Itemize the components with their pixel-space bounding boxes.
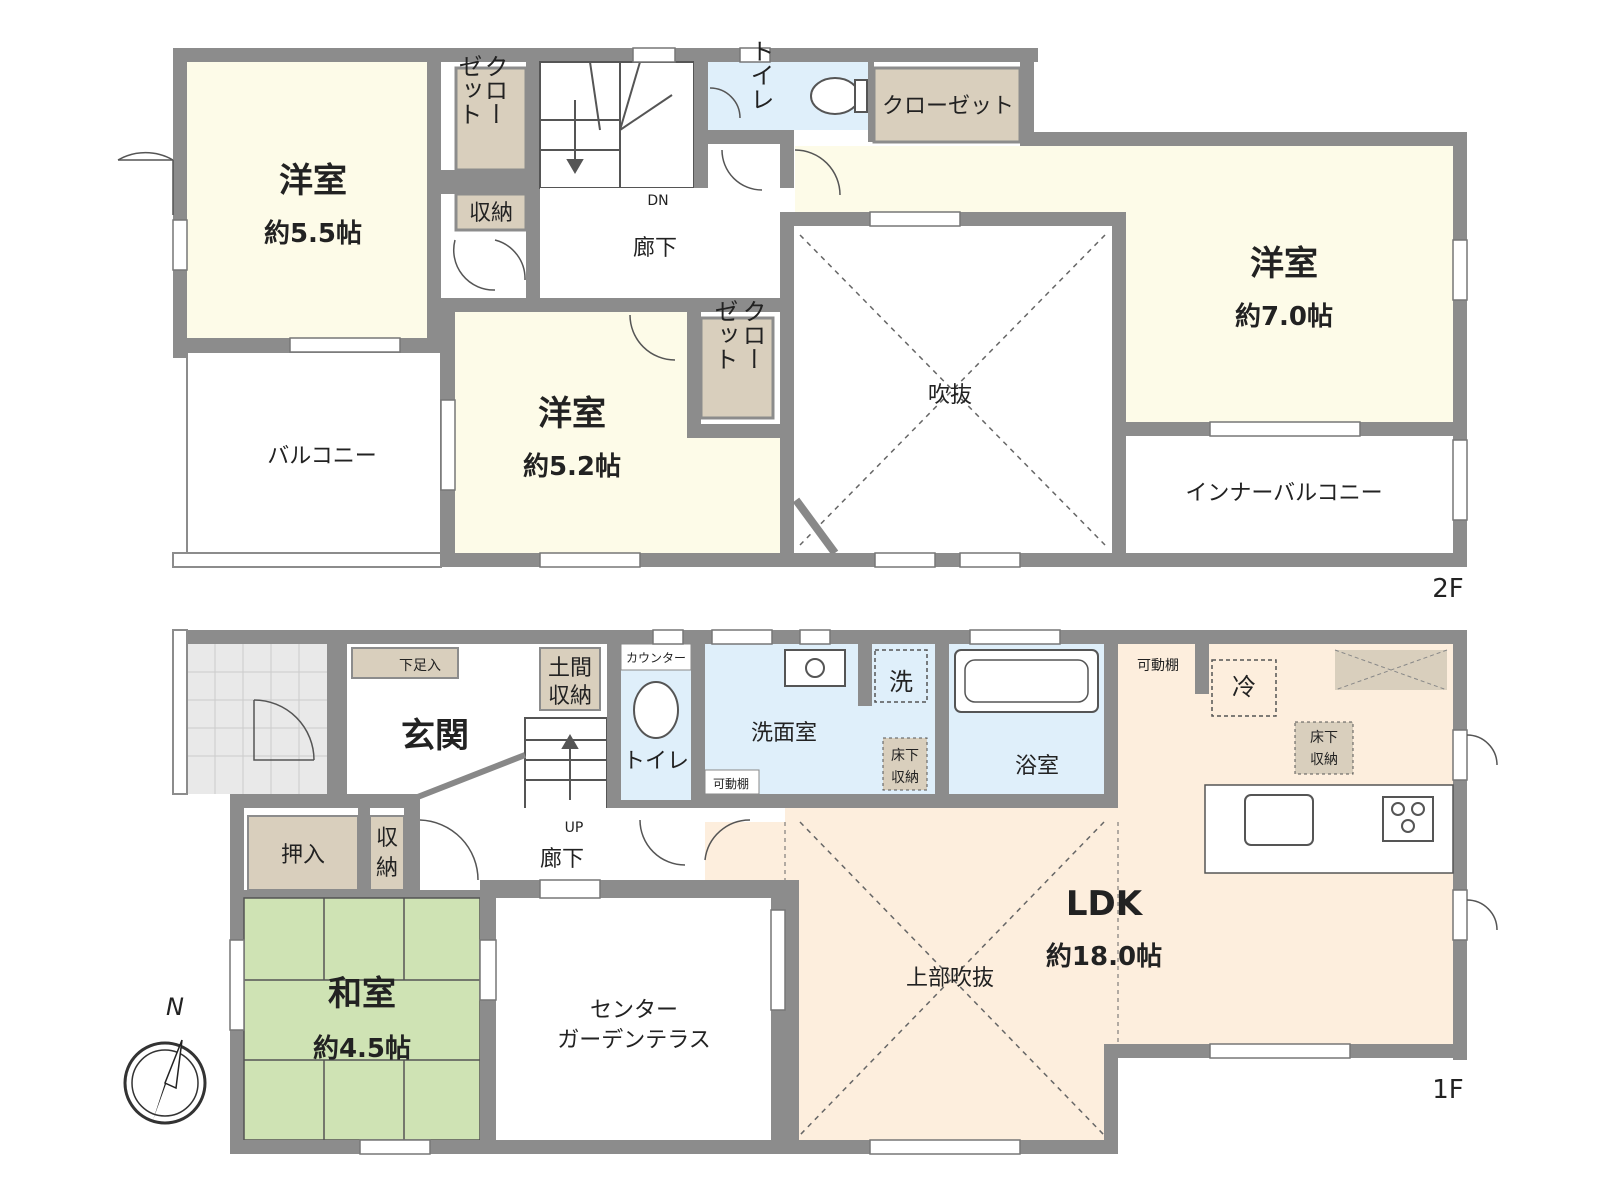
fridge-space [1211, 659, 1277, 717]
washitsu-area: 約4.5帖 [313, 1033, 411, 1064]
closet-a-label-2: ゼット [454, 54, 482, 126]
stairs-2f [539, 61, 695, 189]
stairs-1f [524, 717, 608, 811]
stairs-up-label: UP [565, 820, 584, 836]
ldk-name: LDK [1066, 884, 1144, 924]
toilet-1f-label: トイレ [623, 749, 689, 774]
closet-b [699, 316, 775, 420]
hall-1f [420, 808, 705, 880]
storage-1f [369, 815, 405, 891]
garden-label-2: ガーデンテラス [557, 1028, 711, 1053]
storage-2f-label: 収納 [469, 201, 513, 226]
hall-2f-label: 廊下 [633, 236, 677, 261]
western-room-c-name: 洋室 [1250, 244, 1318, 284]
stairs-dn-label: DN [647, 193, 668, 209]
center-garden-terrace [496, 898, 771, 1140]
washitsu [244, 898, 480, 1140]
doma-storage [539, 647, 601, 711]
hall-1f-label: 廊下 [540, 847, 584, 872]
counter-label: カウンター [626, 651, 686, 665]
western-room-c-area: 約7.0帖 [1235, 301, 1333, 332]
shoe-storage [351, 647, 459, 679]
genkan-label: 玄関 [401, 716, 469, 756]
toilet-2f-label: トイレ [746, 39, 774, 111]
hall-2f [540, 188, 780, 300]
closet-a-label-1: クロー [480, 54, 508, 126]
washer-label: 洗 [889, 668, 913, 696]
void-2f [794, 226, 1112, 553]
western-room-b-name: 洋室 [538, 394, 606, 434]
western-room-a-area: 約5.5帖 [264, 218, 362, 249]
floor-1f [172, 629, 1498, 1155]
closet-c [872, 66, 1022, 144]
closet-c-label: クローゼット [882, 94, 1014, 119]
ldk-void-label: 上部吹抜 [906, 966, 994, 991]
floor-2f-label: 2F [1432, 574, 1464, 604]
garden-label-1: センター [590, 998, 678, 1023]
storage-1f-label-2: 納 [376, 856, 398, 881]
porch-tile [187, 644, 327, 794]
compass-north-label: N [166, 993, 184, 1021]
washer-space [874, 649, 928, 703]
storage-1f-label-1: 収 [376, 826, 398, 851]
western-room-a [187, 62, 427, 338]
western-room-c-main [1126, 212, 1453, 422]
western-room-a-name: 洋室 [279, 161, 347, 201]
floor-1f-label: 1F [1432, 1075, 1464, 1105]
western-room-c [795, 146, 1453, 212]
closet-b-label-1: クロー [738, 299, 766, 371]
underfloor-wash-label-1: 床下 [891, 748, 919, 764]
shoe-storage-label: 下足入 [399, 658, 441, 674]
movable-shelf-kitchen-label: 可動棚 [1137, 658, 1179, 674]
movable-shelf-wash-label: 可動棚 [713, 776, 749, 791]
balcony-label: バルコニー [267, 444, 377, 469]
bath-label: 浴室 [1015, 754, 1059, 779]
oshiire-label: 押入 [281, 843, 325, 868]
labels: 洋室 約5.5帖 クロー ゼット 収納 DN 廊下 トイレ クローゼット 洋室 … [166, 39, 1464, 1105]
kitchen-underfloor-label-2: 収納 [1310, 752, 1338, 768]
doma-storage-label-1: 土間 [548, 656, 592, 681]
washroom-label: 洗面室 [751, 721, 817, 746]
balcony [186, 351, 442, 554]
kitchen-underfloor-label-1: 床下 [1310, 730, 1338, 746]
void-2f-label: 吹抜 [928, 383, 972, 408]
fridge-label: 冷 [1232, 673, 1256, 701]
washitsu-name: 和室 [328, 974, 396, 1014]
inner-balcony-label: インナーバルコニー [1185, 481, 1382, 506]
floor-2f [117, 47, 1468, 568]
compass [123, 1039, 207, 1125]
underfloor-storage-wash [882, 737, 928, 791]
underfloor-wash-label-2: 収納 [891, 770, 919, 786]
doma-storage-label-2: 収納 [548, 684, 592, 709]
western-room-b-area: 約5.2帖 [523, 451, 621, 482]
ldk-area: 約18.0帖 [1046, 941, 1162, 972]
inner-balcony [1126, 436, 1453, 553]
kitchen-underfloor [1294, 721, 1354, 775]
closet-b-label-2: ゼット [710, 299, 738, 371]
